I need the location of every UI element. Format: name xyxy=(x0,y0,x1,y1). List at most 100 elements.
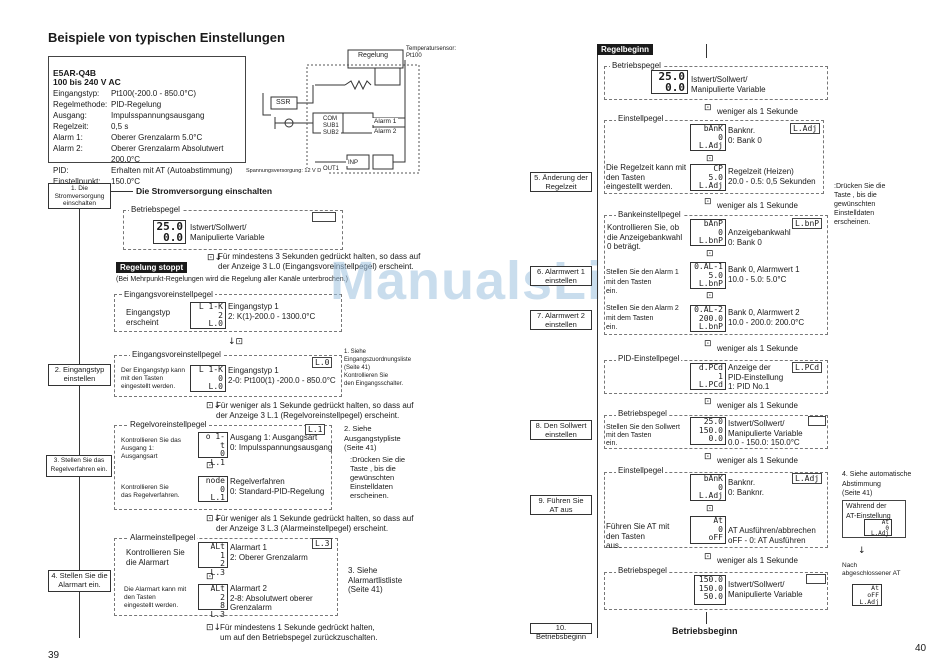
spec-value: Oberer Grenzalarm 5.0°C xyxy=(111,132,203,142)
bank-setting-tag: L.bnP xyxy=(792,218,823,229)
right-operation-title-1: Betriebspegel xyxy=(610,61,663,70)
wiring-com-label: COM xyxy=(321,116,339,122)
alarm-type-1-display: ALt 1 2 L.3 xyxy=(198,542,228,576)
display-bank-check-desc: Kontrollieren Sie, ob die Anzeigebankwah… xyxy=(607,223,683,251)
bank-number-display: bAnK 0 L.Adj xyxy=(690,124,726,151)
spec-key: Regelmethode: xyxy=(53,99,108,109)
pid-setting-title: PID-Einstellpegel xyxy=(616,354,682,363)
input-type-note: 1. Siehe Eingangszuordnungsliste (Seite … xyxy=(344,349,412,387)
adjust-level-title: Einstellpegel xyxy=(616,114,666,123)
level-key-icon-r1: ⊡ xyxy=(704,103,712,113)
output-type-note: 2. Siehe Ausgangstypliste (Seite 41) xyxy=(344,424,401,452)
operation-level-desc: Istwert/Sollwert/ Manipulierte Variable xyxy=(190,223,265,242)
spec-value: 150.0°C xyxy=(111,176,140,186)
display-bank-display: bAnP 0 L.bnP xyxy=(690,219,726,246)
right-operation-desc-3: Istwert/Sollwert/ Manipulierte Variable xyxy=(728,580,803,599)
right-operation-panel-1 xyxy=(604,66,828,100)
page-number-left: 39 xyxy=(48,650,60,661)
right-operation-desc-1: Istwert/Sollwert/ Manipulierte Variable xyxy=(691,75,766,94)
adjust-level-tag: L.Adj xyxy=(790,123,821,134)
spec-row: Regelzeit: 0,5 s xyxy=(53,121,241,132)
mode-key-icon: ⊡ xyxy=(206,461,214,471)
spec-box: E5AR-Q4B 100 bis 240 V AC Eingangstyp:Pt… xyxy=(48,56,246,186)
input-preset-panel-1 xyxy=(114,294,342,332)
input-type-appears: Eingangstyp erscheint xyxy=(126,308,171,327)
wiring-regelung-label: Regelung xyxy=(356,52,390,59)
wiring-diagram xyxy=(262,49,420,174)
spec-row: Alarm 2:Oberer Grenzalarm Absolutwert 20… xyxy=(53,143,241,165)
level-key-tag xyxy=(312,212,336,222)
level-key-icon-r5: ⊡ xyxy=(704,452,712,462)
wiring-sensor-label: Temperatursensor: Pt100 xyxy=(404,46,459,60)
pid-desc: Anzeige der PID-Einstellung 1: PID No.1 xyxy=(728,363,784,391)
adjust-level-title-2: Einstellpegel xyxy=(616,466,666,475)
wiring-supply-label: Spannungsversorgung: 12 V DC xyxy=(244,168,328,174)
right-operation-tag-3 xyxy=(806,574,826,584)
spec-key: Alarm 1: xyxy=(53,132,83,142)
operation-level-title: Betriebspegel xyxy=(129,205,182,214)
wiring-sub1-label: SUB1 xyxy=(321,123,341,129)
mode-key-icon-r2: ⊡ xyxy=(706,249,714,259)
level-key-icon-3: ⊡↓ xyxy=(206,514,222,524)
at-desc: AT Ausführen/abbrechen oFF - 0: AT Ausfü… xyxy=(728,526,816,545)
setpoint-display: 25.0 150.0 0.0 xyxy=(690,417,726,445)
step-5-control-time: 5. Änderung der Regelzeit xyxy=(530,172,592,192)
input-preset-tag: L.0 xyxy=(312,357,333,368)
up-down-keys-icon: ↓⊡ xyxy=(228,337,244,347)
alarm-setting-title: Alarmeinstellpegel xyxy=(128,533,198,542)
multipoint-note: (Bei Mehrpunkt-Regelungen wird die Regel… xyxy=(116,276,348,283)
spec-value: Erhalten mit AT (Autoabstimmung) xyxy=(111,165,233,175)
control-preset-title: Regelvoreinstellpegel xyxy=(128,420,209,429)
alarm-type-adjust-desc: Die Alarmart kann mit den Tasten eingest… xyxy=(124,586,187,609)
right-flow-line xyxy=(597,50,598,638)
alarm-type-2-desc: Alarmart 2 2-8: Absolutwert oberer Grenz… xyxy=(230,584,313,612)
connector xyxy=(111,191,133,192)
bank-number-display-2: bAnK 0 L.Adj xyxy=(690,474,726,501)
adjust-level-tag-2: L.Adj xyxy=(792,473,823,484)
pid-setting-tag: L.PCd xyxy=(792,362,823,373)
wiring-sub2-label: SUB2 xyxy=(321,130,341,136)
spec-rows: Eingangstyp:Pt100(-200.0 - 850.0°C)Regel… xyxy=(53,88,241,187)
spec-voltage: 100 bis 240 V AC xyxy=(53,77,121,87)
spec-key: Einstellpunkt: xyxy=(53,176,101,186)
connector xyxy=(706,44,707,58)
alarm-2-value-display: 0.AL-2 200.0 L.bnP xyxy=(690,305,726,332)
mode-key-note: :Drücken Sie die Taste , bis die gewünsc… xyxy=(350,455,406,500)
wiring-out1-label: OUT1 xyxy=(321,166,342,172)
during-at-display: At 0 L.Adj xyxy=(864,519,892,537)
less-than-1s-5: weniger als 1 Sekunde xyxy=(717,456,798,465)
spec-key: Regelzeit: xyxy=(53,121,89,131)
spec-key: Eingangstyp: xyxy=(53,88,100,98)
hold-1-second-note-c: Für mindestens 1 Sekunde gedrückt halten… xyxy=(220,623,378,642)
alarm-2-adjust-desc: Stellen Sie den Alarm 2 mit dem Tasten e… xyxy=(606,305,679,331)
down-arrow-icon: ↓ xyxy=(858,546,866,556)
spec-row: Alarm 1: Oberer Grenzalarm 5.0°C xyxy=(53,132,241,143)
step-7-alarm-2: 7. Alarmwert 2 einstellen xyxy=(530,310,592,330)
step-2-input-type: 2. Eingangstyp einstellen xyxy=(48,364,111,386)
mode-key-icon-2: ⊡ xyxy=(206,572,214,582)
step-6-alarm-1: 6. Alarmwert 1 einstellen xyxy=(530,266,592,286)
level-key-icon-r3: ⊡ xyxy=(704,339,712,349)
control-time-adjust-desc: Die Regelzeit kann mit den Tasten einges… xyxy=(606,163,687,191)
spec-value: 0,5 s xyxy=(111,121,129,131)
input-type-display-1: L 1-K 2 L.0 xyxy=(190,302,226,329)
spec-key: Alarm 2: xyxy=(53,143,83,153)
right-operation-display-3: 150.0 150.0 50.0 xyxy=(694,575,726,605)
alarm-setting-tag: L.3 xyxy=(312,538,333,549)
level-key-icon-r6: ⊡ xyxy=(704,552,712,562)
mode-key-icon-r4: ⊡ xyxy=(706,504,714,514)
step-9-run-at: 9. Führen Sie AT aus xyxy=(530,495,592,515)
spec-key: PID: xyxy=(53,165,69,175)
spec-model: E5AR-Q4B xyxy=(53,67,96,78)
alarm-1-value-desc: Bank 0, Alarmwert 1 10.0 - 5.0: 5.0°C xyxy=(728,265,800,284)
at-display: At 0 oFF xyxy=(690,516,726,544)
output-type-desc: Ausgang 1: Ausgangsart 0: Impulsspannung… xyxy=(230,433,333,452)
less-than-1s-2: weniger als 1 Sekunde xyxy=(717,201,798,210)
connector xyxy=(706,612,707,624)
alarm-type-check-desc: Kontrollieren Sie die Alarmart xyxy=(126,548,185,567)
page-number-right: 40 xyxy=(915,643,927,654)
step-1-power: 1. Die Stromversorgung einschalten xyxy=(48,183,111,209)
control-method-check-desc: Kontrollieren Sie das Regelverfahren. xyxy=(121,484,180,499)
power-heading: Die Stromversorgung einschalten xyxy=(136,186,273,196)
less-than-1s-1: weniger als 1 Sekunde xyxy=(717,107,798,116)
